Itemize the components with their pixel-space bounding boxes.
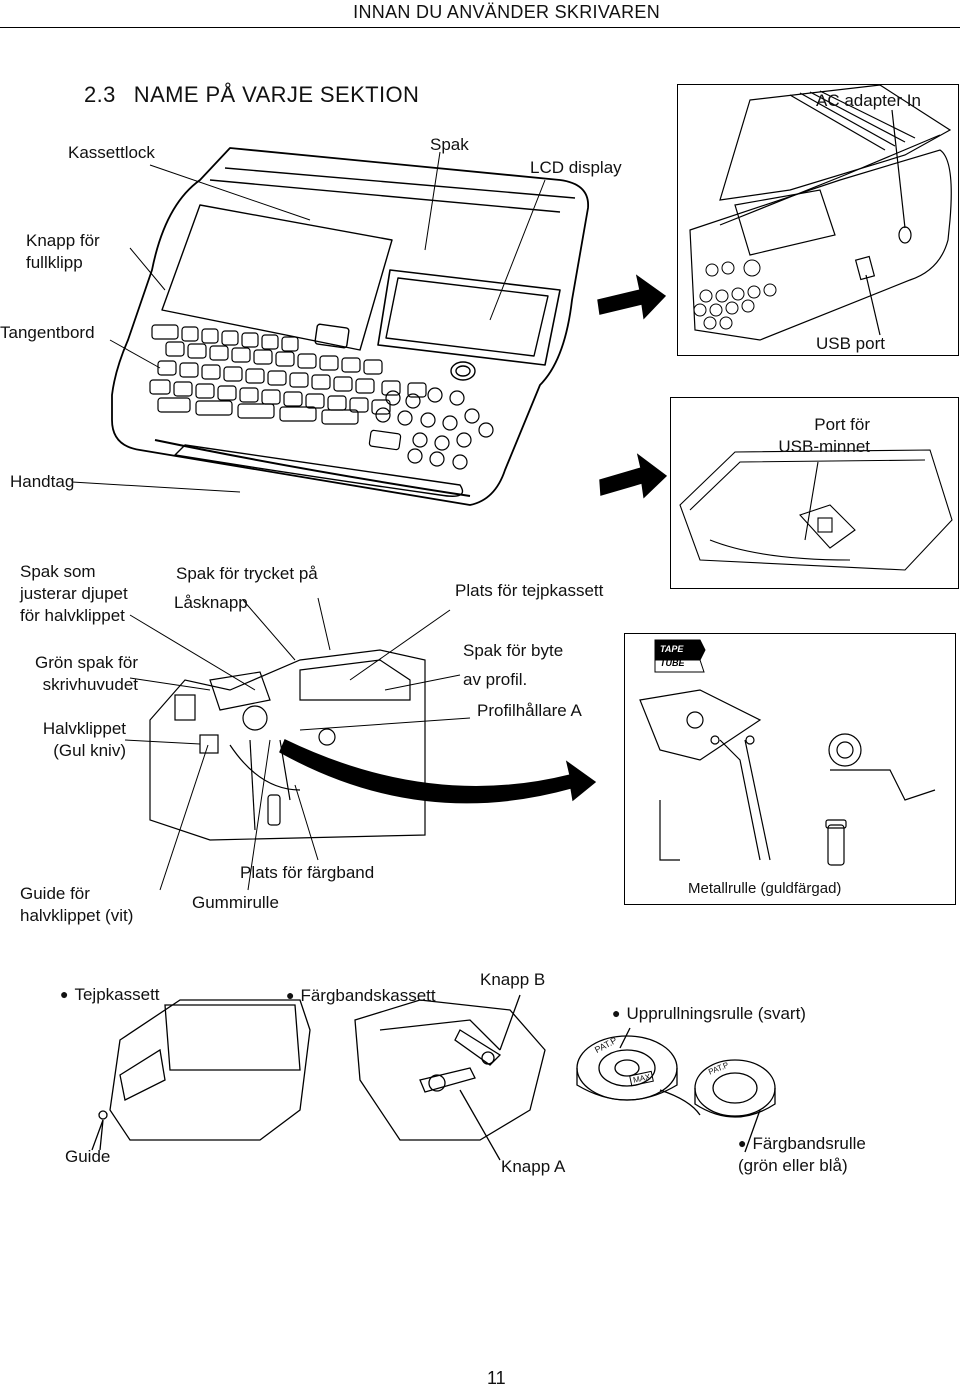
reels-illustration (576, 1027, 776, 1153)
label-green-head-lever-line1: Grön spak för (35, 653, 138, 672)
label-full-cut-key-line1: Knapp för (26, 231, 100, 250)
label-green-head-lever: Grön spak för skrivhuvudet (0, 652, 138, 696)
label-profile-change-lever: Spak för byte av profil. (463, 636, 563, 694)
badge-tape-tube: TAPE TUBE (656, 641, 702, 669)
label-ribbon-cassette: Färgbandskassett (286, 985, 435, 1007)
badge-tube: TUBE (660, 658, 685, 668)
label-ribbon-place: Plats för färgband (240, 863, 375, 882)
section-title: 2.3 NAME PÅ VARJE SEKTION (84, 82, 419, 108)
label-button-a: Knapp A (501, 1157, 566, 1176)
label-half-cutter-line1: Halvklippet (42, 719, 126, 738)
label-lock-button: Låsknapp (174, 593, 248, 612)
label-tape-cassette: Tejpkassett (60, 984, 159, 1006)
label-rubber-roller: Gummirulle (192, 893, 279, 912)
section-heading: NAME PÅ VARJE SEKTION (133, 82, 420, 107)
bottom-view-illustration (679, 449, 953, 571)
label-half-cut-depth-lever-line2: justerar djupet (20, 584, 128, 603)
label-cassette-lid: Kassettlock (68, 143, 155, 162)
mechanism-closeup-inset (624, 633, 956, 905)
label-metal-roller: Metallrulle (guldfärgad) (688, 880, 842, 897)
label-half-cutter: Halvklippet (Gul kniv) (0, 718, 126, 762)
arrows (279, 274, 668, 804)
printer-illustration (71, 147, 589, 506)
label-green-head-lever-line2: skrivhuvudet (42, 675, 138, 694)
badge-tape: TAPE (660, 644, 684, 654)
label-guide: Guide (65, 1147, 111, 1166)
label-usb-memory-port-line1: Port för (814, 415, 870, 434)
label-ribbon-reel: Färgbandsrulle (grön eller blå) (738, 1133, 866, 1177)
label-handle: Handtag (10, 472, 75, 491)
label-profile-change-lever-line2: av profil. (463, 670, 528, 689)
label-keyboard: Tangentbord (0, 323, 95, 342)
mechanism-leader-lines (124, 597, 471, 891)
label-half-cutter-line2: (Gul kniv) (53, 741, 126, 760)
keyboard-keys (149, 324, 494, 470)
ribbon-cassette-illustration (354, 994, 546, 1161)
section-number: 2.3 (84, 82, 116, 107)
label-profile-holder-a: Profilhållare A (477, 701, 582, 720)
label-half-cut-depth-lever-line1: Spak som (20, 562, 96, 581)
rear-view-inset (677, 84, 959, 356)
label-half-cut-depth-lever-line3: för halvklippet (20, 606, 125, 625)
label-lever: Spak (430, 135, 469, 154)
tape-cassette-illustration (91, 999, 311, 1151)
label-half-cut-depth-lever: Spak som justerar djupet för halvklippet (20, 561, 128, 627)
label-half-cut-guide-line2: halvklippet (vit) (20, 906, 134, 925)
header-rule (0, 27, 960, 28)
label-full-cut-key-line2: fullklipp (26, 253, 83, 272)
label-ac-adapter: AC adapter In (816, 91, 921, 110)
label-takeup-reel: Upprullningsrulle (svart) (612, 1003, 806, 1025)
label-usb-memory-port-line2: USB-minnet (778, 437, 870, 456)
bottom-view-inset (670, 397, 959, 589)
page-number: 11 (487, 1368, 506, 1388)
label-half-cut-guide-line1: Guide för (20, 884, 90, 903)
label-tape-cassette-place: Plats för tejpkassett (455, 581, 604, 600)
label-usb-memory-port: Port för USB-minnet (770, 414, 870, 458)
label-profile-change-lever-line1: Spak för byte (463, 641, 564, 660)
rear-view-illustration (689, 84, 952, 341)
label-ribbon-reel-line1: Färgbandsrulle (738, 1133, 865, 1155)
label-button-b: Knapp B (480, 970, 546, 989)
label-lcd-display: LCD display (530, 158, 622, 177)
label-print-pressure-lever: Spak för trycket på (176, 564, 318, 583)
page-header: INNAN DU ANVÄNDER SKRIVAREN (353, 2, 660, 22)
closeup-badge (654, 639, 706, 673)
label-ribbon-reel-line2: (grön eller blå) (738, 1156, 848, 1175)
printer-leader-lines (71, 151, 546, 493)
label-full-cut-key: Knapp för fullklipp (26, 230, 100, 274)
label-usb-port: USB port (816, 334, 885, 353)
label-half-cut-guide: Guide för halvklippet (vit) (20, 883, 133, 927)
closeup-illustration (639, 689, 936, 866)
